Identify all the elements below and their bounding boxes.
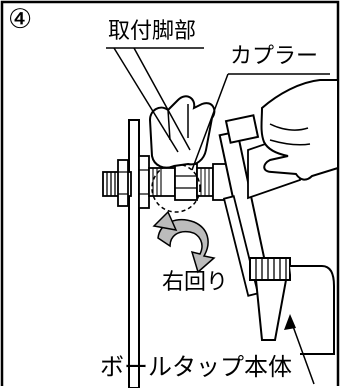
mount-foot — [138, 155, 198, 209]
rotation-label: 右回り — [162, 270, 229, 295]
leader-mount-1 — [113, 47, 179, 153]
tank-wall — [128, 119, 140, 388]
rotation-arrow — [152, 210, 216, 274]
ball-tap-label: ボールタップ本体 — [100, 353, 292, 381]
coupler-label: カプラー — [230, 44, 319, 69]
leader-mount-2 — [133, 47, 191, 151]
leader-ball-tap — [289, 317, 315, 385]
leader-ball-tap-arrowhead — [284, 314, 296, 330]
step-number: ④ — [8, 4, 33, 35]
leader-coupler — [191, 73, 229, 171]
threaded-shank — [102, 159, 132, 207]
right-hand — [260, 79, 339, 181]
left-hand — [148, 95, 216, 169]
mount-foot-label: 取付脚部 — [108, 19, 197, 44]
